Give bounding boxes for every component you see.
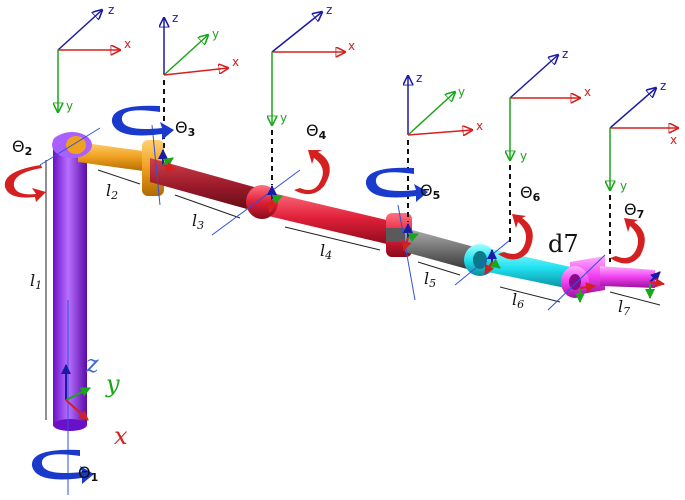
theta1-label: Θ1 <box>78 463 98 484</box>
frame4-x-label: x <box>476 119 483 133</box>
frame5-z-label: z <box>562 47 568 61</box>
base-z-label: z <box>85 350 99 378</box>
length-labels: l1 l2 l3 l4 l5 l6 l7 d7 <box>30 181 630 318</box>
frame3-x-label: x <box>348 39 355 53</box>
frame4-z-label: z <box>416 71 422 85</box>
frame4-y-label: y <box>458 85 465 99</box>
theta7-rotation-icon <box>610 218 645 264</box>
frame-2 <box>164 18 228 76</box>
frame6-x-label: x <box>670 133 677 147</box>
frame1-y-label: y <box>66 99 73 113</box>
base-y-label: y <box>105 370 120 398</box>
l4-label: l4 <box>320 241 332 262</box>
frame6-z-label: z <box>660 79 666 93</box>
theta5-rotation-icon <box>365 167 428 202</box>
theta1-rotation-icon <box>31 449 94 484</box>
frame-1 <box>58 10 120 112</box>
base-frame-labels: z y x <box>85 350 128 450</box>
d7-label: d7 <box>548 230 579 258</box>
joint-axes <box>39 124 606 495</box>
frame5-x-label: x <box>584 85 591 99</box>
theta3-rotation-icon <box>111 105 174 140</box>
link-7 <box>561 256 655 298</box>
dimension-lines <box>45 160 661 420</box>
l7-label: l7 <box>618 297 630 318</box>
rotation-arrows <box>4 105 645 484</box>
theta5-label: Θ5 <box>420 181 440 202</box>
theta7-label: Θ7 <box>624 200 644 221</box>
joint-labels: Θ2 Θ3 Θ4 Θ5 Θ6 Θ7 Θ1 <box>12 118 644 484</box>
theta6-label: Θ6 <box>520 183 541 204</box>
l2-label: l2 <box>106 181 118 202</box>
frame-5 <box>510 55 580 160</box>
frame2-y-label: y <box>212 27 219 41</box>
frame5-y-label: y <box>520 149 527 163</box>
theta2-label: Θ2 <box>12 137 32 158</box>
l5-label: l5 <box>424 269 436 290</box>
frame1-z-label: z <box>108 3 114 17</box>
link-5 <box>405 228 478 272</box>
l1-label: l1 <box>30 271 42 292</box>
frame3-y-label: y <box>280 111 287 125</box>
link-3 <box>150 158 265 214</box>
theta6-rotation-icon <box>498 214 533 260</box>
link-1 <box>53 134 87 431</box>
frame-6 <box>610 88 678 190</box>
frame6-y-label: y <box>620 179 627 193</box>
l3-label: l3 <box>192 211 204 232</box>
base-x-label: x <box>114 422 128 450</box>
theta4-label: Θ4 <box>306 121 327 142</box>
frame3-z-label: z <box>326 3 332 17</box>
joint-triads <box>61 149 665 421</box>
frame-3 <box>272 12 345 125</box>
theta2-rotation-icon <box>4 165 47 202</box>
theta3-label: Θ3 <box>175 118 195 139</box>
frame-axis-labels: z x y z y x z x y z y x z x y z x y <box>66 3 677 193</box>
coordinate-frames <box>58 10 678 190</box>
frame1-x-label: x <box>124 37 131 51</box>
frame2-z-label: z <box>172 11 178 25</box>
frame2-x-label: x <box>232 55 239 69</box>
theta4-rotation-icon <box>294 150 330 195</box>
l6-label: l6 <box>512 290 524 311</box>
frame-4 <box>408 76 472 135</box>
